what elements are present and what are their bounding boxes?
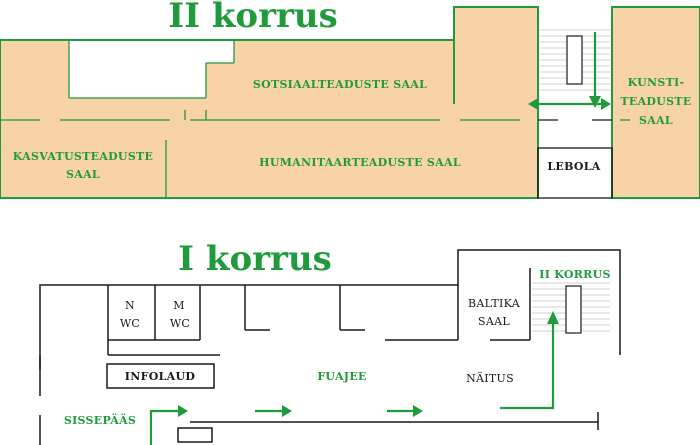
floor2-inner-walls [0, 40, 630, 198]
floor2-walls [0, 6, 700, 199]
floor1-plan: I korrus [39, 239, 621, 445]
room-kasvatusteaduste-line1[interactable]: KASVATUSTEADUSTE [13, 150, 153, 163]
floor2-arrows [528, 32, 611, 110]
room-sotsiaalteaduste[interactable]: SOTSIAALTEADUSTE SAAL [253, 78, 427, 91]
room-n-wc-line2[interactable]: WC [120, 317, 140, 330]
room-kunstiteaduste-line1[interactable]: KUNSTI- [628, 76, 685, 89]
infolaud-label[interactable]: INFOLAUD [125, 370, 196, 383]
room-humanitaarteaduste[interactable]: HUMANITAARTEADUSTE SAAL [259, 156, 461, 169]
room-kunstiteaduste-line2[interactable]: TEADUSTE [620, 95, 691, 108]
room-kunstiteaduste-line3[interactable]: SAAL [639, 114, 673, 127]
floor2-tower-fill [454, 7, 538, 42]
room-lebola[interactable]: LEBOLA [547, 160, 600, 173]
floor1-staircase [532, 282, 610, 334]
floor1-arrows [149, 311, 559, 445]
sissepaas-label[interactable]: SISSEPÄÄS [64, 413, 136, 427]
room-m-wc-line2[interactable]: WC [170, 317, 190, 330]
fuajee-label[interactable]: FUAJEE [317, 370, 366, 383]
room-n-wc-line1[interactable]: N [125, 299, 135, 312]
floor2-void [69, 40, 206, 98]
floor2-staircase [537, 29, 613, 199]
room-baltika-line2[interactable]: SAAL [478, 315, 510, 328]
room-m-wc-line1[interactable]: M [173, 299, 185, 312]
floor2-void-small [206, 40, 234, 63]
floor1-walls [39, 249, 621, 445]
ii-korrus-label[interactable]: II KORRUS [539, 268, 611, 281]
floor1-title: I korrus [178, 239, 332, 279]
floor2-plan: II korrus SOTSIAALTEADUSTE SAAL KUNSTI- … [0, 0, 700, 199]
floor2-title: II korrus [168, 0, 338, 36]
naitus-label[interactable]: NÄITUS [466, 371, 514, 385]
room-baltika-line1[interactable]: BALTIKA [468, 297, 521, 310]
kunsti-room-fill [612, 7, 700, 198]
room-kasvatusteaduste-line2[interactable]: SAAL [66, 168, 100, 181]
